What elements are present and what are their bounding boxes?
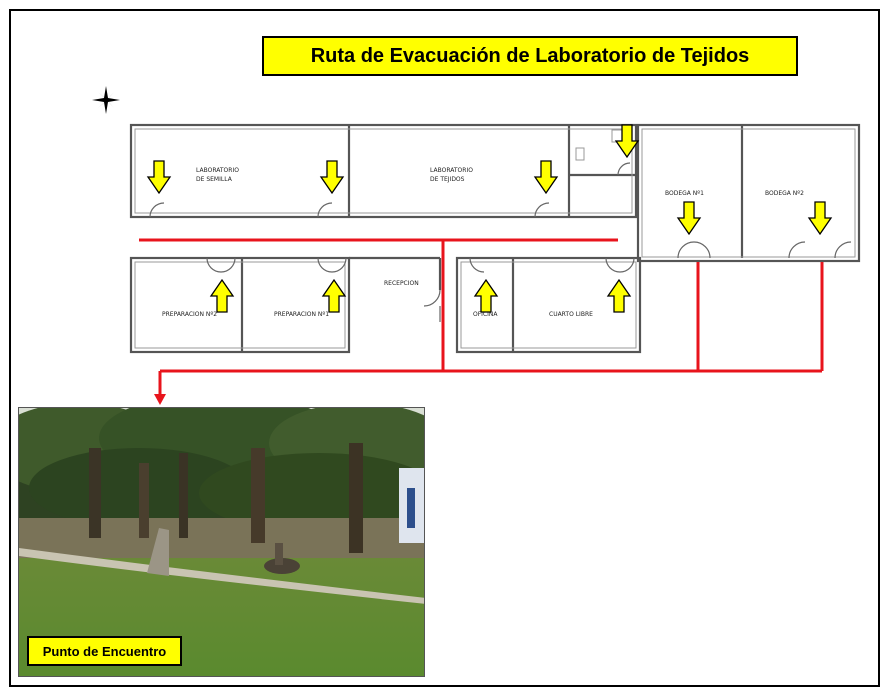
arrow-icon bbox=[534, 160, 558, 194]
arrow-icon bbox=[808, 201, 832, 235]
room-label-lab-tejidos-2: DE TEJIDOS bbox=[430, 176, 465, 183]
room-label-bodega-1: BODEGA Nº1 bbox=[665, 190, 704, 197]
door-swings bbox=[149, 162, 852, 322]
room-label-lab-semilla-2: DE SEMILLA bbox=[196, 176, 233, 183]
arrow-icon bbox=[474, 279, 498, 313]
park-photo-illustration bbox=[19, 408, 424, 676]
arrow-icon bbox=[210, 279, 234, 313]
room-label-oficina: OFICINA bbox=[473, 311, 498, 318]
exit-arrows bbox=[147, 124, 832, 313]
north-star-icon bbox=[92, 86, 120, 114]
arrow-icon bbox=[607, 279, 631, 313]
arrow-icon bbox=[320, 160, 344, 194]
room-label-lab-tejidos-1: LABORATORIO bbox=[430, 167, 473, 174]
room-label-bodega-2: BODEGA Nº2 bbox=[765, 190, 804, 197]
route-arrowhead bbox=[154, 394, 166, 405]
arrow-icon bbox=[677, 201, 701, 235]
arrow-icon bbox=[322, 279, 346, 313]
arrow-icon bbox=[147, 160, 171, 194]
meeting-point-photo bbox=[18, 407, 425, 677]
room-label-preparacion-2: PREPARACION Nº2 bbox=[162, 311, 217, 318]
inner-wall-lines bbox=[134, 128, 856, 349]
room-label-preparacion-1: PREPARACION Nº1 bbox=[274, 311, 329, 318]
meeting-point-label: Punto de Encuentro bbox=[27, 636, 182, 666]
building-walls bbox=[129, 123, 861, 354]
room-labels: LABORATORIO DE SEMILLA LABORATORIO DE TE… bbox=[162, 167, 804, 318]
room-label-recepcion: RECEPCION bbox=[384, 280, 419, 287]
evacuation-route bbox=[139, 238, 824, 396]
page-title: Ruta de Evacuación de Laboratorio de Tej… bbox=[262, 36, 798, 76]
room-label-cuarto-libre: CUARTO LIBRE bbox=[549, 311, 593, 318]
room-label-lab-semilla-1: LABORATORIO bbox=[196, 167, 239, 174]
